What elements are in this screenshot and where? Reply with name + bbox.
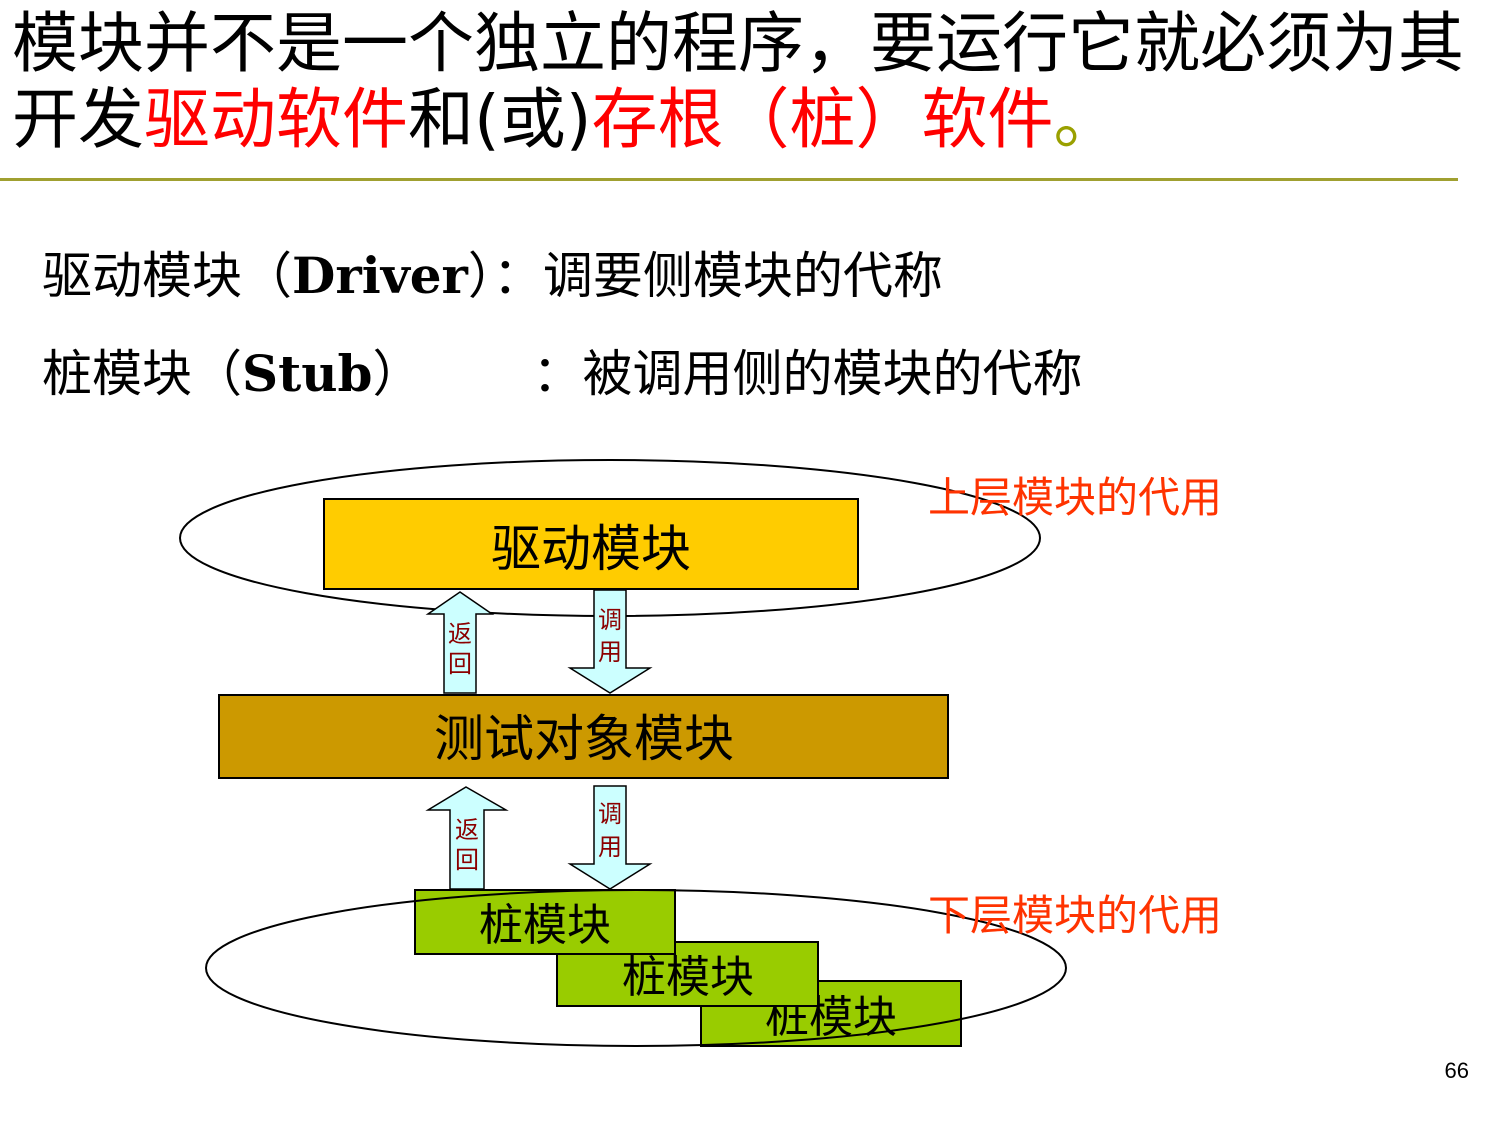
call-arrow-lower-char1: 调 [598, 800, 622, 828]
stub-module-label-1: 桩模块 [479, 900, 611, 951]
stub-definition: 桩模块（Stub） ：被调用侧的模块的代称 [42, 334, 1083, 406]
driver-term-en: Driver [292, 246, 468, 305]
return-arrow-lower-char1: 返 [455, 816, 479, 844]
test-module-label: 测试对象模块 [434, 710, 734, 768]
driver-description: 调要侧模块的代称 [542, 247, 943, 305]
stub-term-en: Stub [242, 344, 373, 403]
title-part1: 模块并不是一个独立的程序，要运行它就必须为其开发 [12, 5, 1464, 158]
driver-definition: 驱动模块（Driver）：调要侧模块的代称 [42, 236, 943, 308]
title-stub-software: 存根（桩）软件 [591, 81, 1054, 158]
driver-term-close: ） [467, 247, 493, 305]
call-arrow-lower-char2: 用 [598, 833, 622, 861]
driver-colon: ： [492, 247, 543, 305]
title-driver-software: 驱动软件 [144, 81, 408, 158]
return-arrow-upper-char1: 返 [448, 620, 472, 648]
call-arrow-lower [567, 785, 653, 890]
stub-module-box-1 [414, 889, 676, 955]
driver-module-label: 驱动模块 [491, 520, 691, 578]
lower-ellipse [205, 889, 1067, 1047]
return-arrow-upper-char2: 回 [448, 650, 472, 678]
stub-term-close: ） [372, 345, 423, 403]
stub-description: 被调用侧的模块的代称 [582, 345, 1083, 403]
stub-term: 桩模块（ [42, 345, 242, 403]
title-part2: 和(或) [408, 81, 592, 158]
title-period: 。 [1053, 81, 1120, 158]
call-arrow-upper [567, 589, 653, 694]
call-arrow-upper-char2: 用 [598, 638, 622, 666]
test-module-box [218, 694, 949, 779]
page-number: 66 [1444, 1058, 1469, 1083]
lower-substitute-label: 下层模块的代用 [928, 891, 1222, 940]
return-arrow-lower-char2: 回 [455, 846, 479, 874]
stub-module-label-2: 桩模块 [622, 952, 754, 1003]
driver-term: 驱动模块（ [42, 247, 292, 305]
upper-substitute-label: 上层模块的代用 [928, 473, 1222, 522]
stub-colon: ： [532, 345, 583, 403]
return-arrow-upper [425, 591, 495, 694]
slide-title: 模块并不是一个独立的程序，要运行它就必须为其开发驱动软件和(或)存根（桩）软件。 [12, 6, 1482, 158]
call-arrow-upper-char1: 调 [598, 606, 622, 634]
title-divider [0, 178, 1458, 181]
driver-module-box [323, 498, 859, 590]
